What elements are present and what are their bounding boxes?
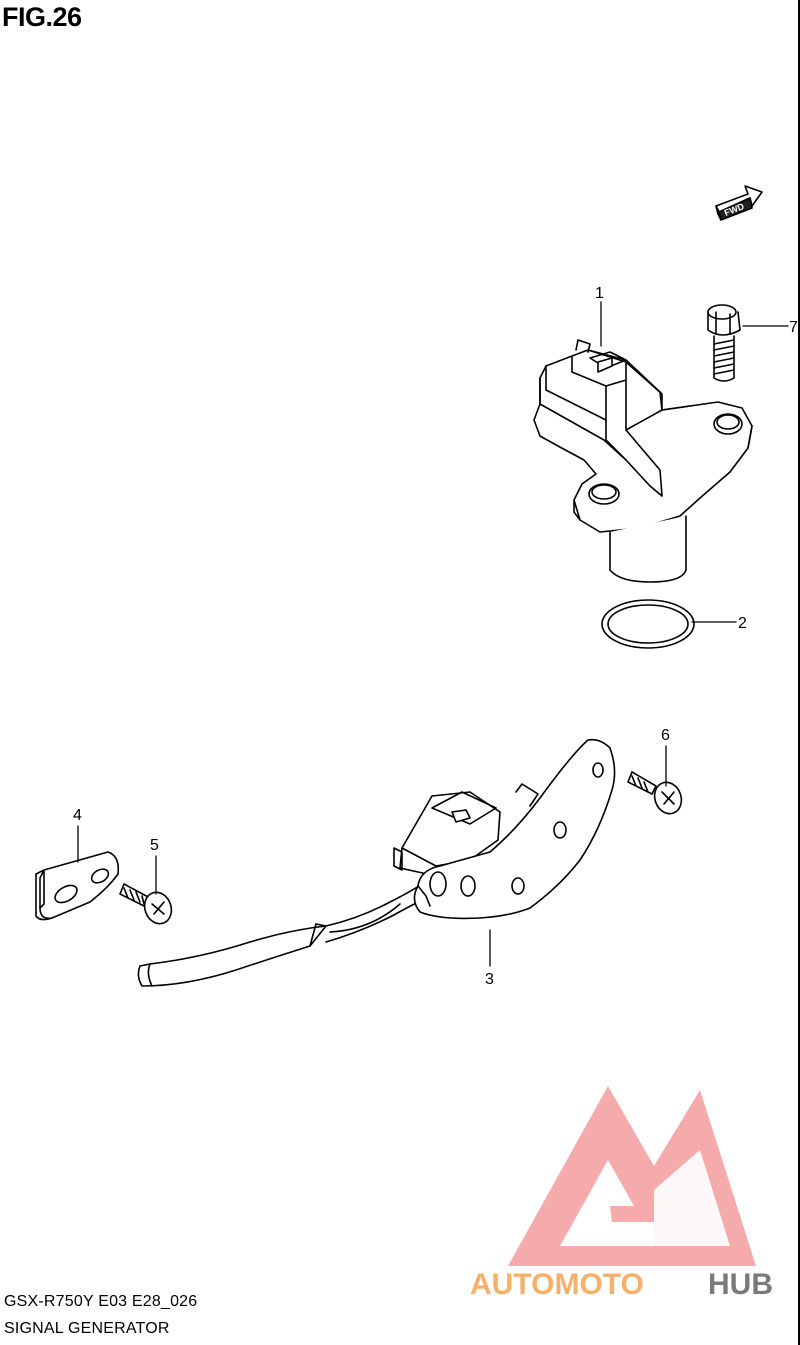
watermark-logo: AUTOMOTO HUB [470,1086,773,1301]
callout-4: 4 [73,807,82,824]
watermark-text-hub: HUB [708,1268,773,1301]
part-6-screw [627,771,683,815]
model-code: GSX-R750Y E03 E28_026 [4,1293,198,1310]
part-4-clamp-plate [35,851,120,921]
figure-title: FIG.26 [2,2,82,32]
watermark-text-auto: AUTOMOTO [470,1268,644,1301]
callout-6: 6 [661,727,670,744]
part-7-bolt [707,304,741,382]
part-2-o-ring [601,599,695,649]
callout-1: 1 [595,285,604,302]
callout-7: 7 [789,319,798,336]
callout-5: 5 [150,837,159,854]
fwd-arrow-icon [715,185,763,221]
leader-lines [77,301,789,967]
callout-3: 3 [485,971,494,988]
frame-border [798,0,800,1345]
part-3-bracket-assembly [137,738,616,987]
part-1-signal-generator [533,339,753,583]
part-5-screw [119,883,173,925]
callout-2: 2 [738,615,747,632]
part-group-name: SIGNAL GENERATOR [4,1320,170,1337]
